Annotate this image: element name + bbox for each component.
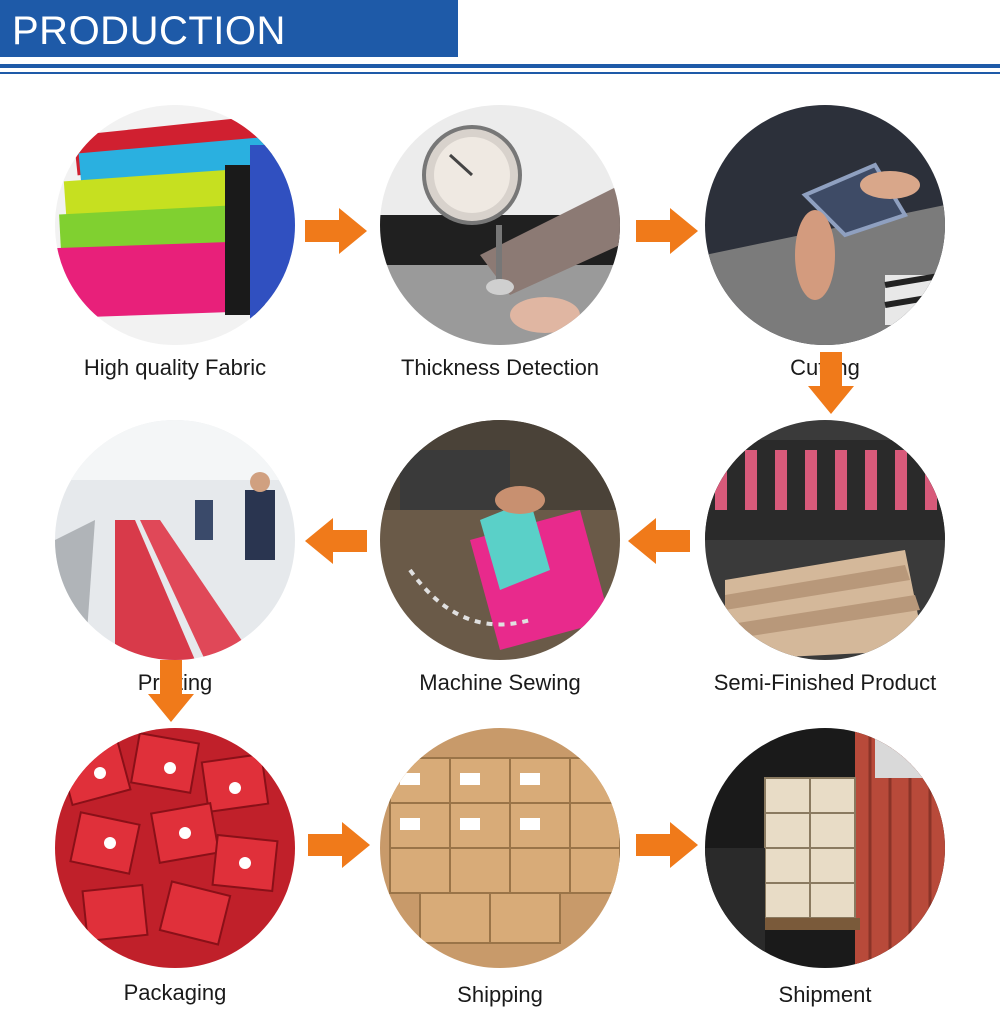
- step-label: Shipment: [778, 982, 872, 1007]
- header-banner: PRODUCTION PROCES: [0, 0, 458, 94]
- printing-photo: [55, 420, 295, 660]
- arrow-left-icon: [628, 518, 690, 564]
- packaging-photo: [55, 728, 295, 968]
- thickness-photo: [380, 105, 620, 345]
- step-fabric: High quality Fabric: [55, 105, 295, 380]
- arrow-right-icon: [636, 822, 698, 868]
- sewing-photo: [380, 420, 620, 660]
- step-shipment: Shipment: [705, 728, 945, 1007]
- step-semi-finished: Semi-Finished Product: [705, 420, 945, 695]
- step-label: Semi-Finished Product: [713, 670, 937, 695]
- arrow-right-icon: [636, 208, 698, 254]
- step-sewing: Machine Sewing: [380, 420, 620, 695]
- shipment-photo: [705, 728, 945, 968]
- cutting-photo: [705, 105, 945, 345]
- header-rule-thin: [0, 72, 1000, 74]
- step-packaging: Packaging: [55, 728, 295, 1005]
- step-shipping: Shipping: [380, 728, 620, 1007]
- step-label: Machine Sewing: [419, 670, 581, 695]
- semi-finished-photo: [705, 420, 945, 660]
- fabric-photo: [55, 105, 295, 345]
- step-label: Thickness Detection: [400, 355, 600, 380]
- header-rule: [0, 64, 1000, 68]
- step-label: Packaging: [123, 980, 227, 1005]
- step-cutting: Cutting: [705, 105, 945, 380]
- step-thickness: Thickness Detection: [380, 105, 620, 380]
- arrow-right-icon: [308, 822, 370, 868]
- page-title: PRODUCTION PROCES: [12, 9, 286, 94]
- arrow-right-icon: [305, 208, 367, 254]
- arrow-down-icon: [808, 352, 854, 414]
- shipping-photo: [380, 728, 620, 968]
- arrow-down-icon: [148, 660, 194, 722]
- step-label: High quality Fabric: [83, 355, 267, 380]
- arrow-left-icon: [305, 518, 367, 564]
- step-label: Shipping: [457, 982, 543, 1007]
- step-printing: Printing: [55, 420, 295, 695]
